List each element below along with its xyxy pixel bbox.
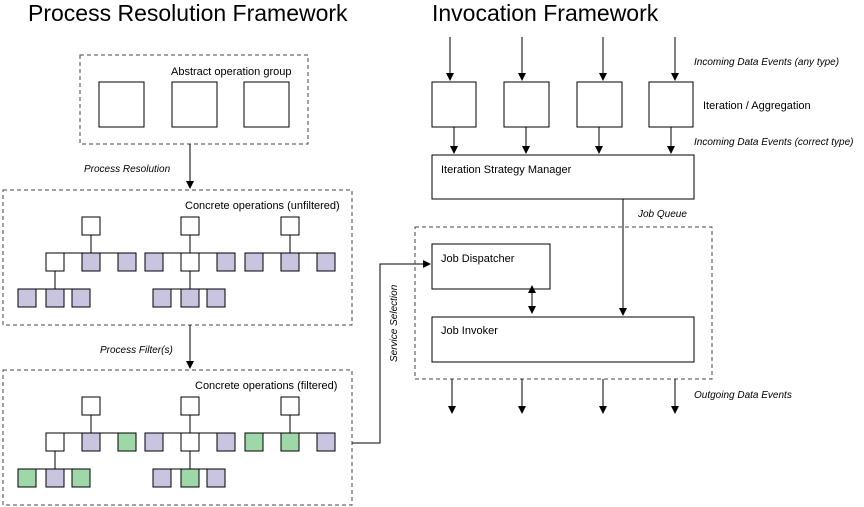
concrete-filtered-box bbox=[2, 369, 353, 506]
child-operation bbox=[216, 432, 236, 452]
grandchild-operation bbox=[17, 468, 37, 488]
root-operation bbox=[180, 216, 200, 236]
iteration-box bbox=[503, 81, 550, 128]
root-operation bbox=[280, 216, 300, 236]
iteration-box bbox=[576, 81, 623, 128]
outgoing-label: Outgoing Data Events bbox=[694, 390, 792, 401]
child-operation bbox=[117, 252, 137, 272]
abstract-operation-group-box bbox=[79, 54, 309, 145]
abstract-operation bbox=[243, 81, 290, 128]
child-operation bbox=[316, 432, 336, 452]
left-title: Process Resolution Framework bbox=[28, 0, 348, 26]
job-processing-box bbox=[414, 226, 713, 380]
incoming-correct-label: Incoming Data Events (correct type) bbox=[694, 137, 854, 148]
iteration-strategy-manager-box bbox=[431, 154, 695, 200]
root-operation bbox=[180, 396, 200, 416]
child-operation bbox=[45, 432, 65, 452]
grandchild-operation bbox=[152, 288, 172, 308]
concrete-unfiltered-label: Concrete operations (unfiltered) bbox=[185, 200, 340, 212]
grandchild-operation bbox=[180, 288, 200, 308]
root-operation bbox=[280, 396, 300, 416]
child-operation bbox=[280, 432, 300, 452]
child-operation bbox=[144, 432, 164, 452]
service-selection-arrow bbox=[352, 260, 431, 444]
iteration-strategy-manager-label: Iteration Strategy Manager bbox=[441, 164, 572, 176]
child-operation bbox=[244, 432, 264, 452]
abstract-operation bbox=[171, 81, 218, 128]
child-operation bbox=[81, 252, 101, 272]
child-operation bbox=[144, 252, 164, 272]
job-invoker-box bbox=[431, 316, 695, 363]
child-operation bbox=[316, 252, 336, 272]
child-operation bbox=[180, 432, 200, 452]
child-operation bbox=[280, 252, 300, 272]
iteration-box bbox=[431, 81, 477, 128]
child-operation bbox=[81, 432, 101, 452]
process-resolution-label: Process Resolution bbox=[84, 164, 171, 175]
child-operation bbox=[244, 252, 264, 272]
iteration-label: Iteration / Aggregation bbox=[703, 100, 811, 112]
child-operation bbox=[117, 432, 137, 452]
incoming-any-label: Incoming Data Events (any type) bbox=[694, 57, 839, 68]
grandchild-operation bbox=[45, 468, 65, 488]
service-selection-label: Service Selection bbox=[389, 284, 400, 362]
job-dispatcher-box bbox=[431, 243, 551, 290]
child-operation bbox=[180, 252, 200, 272]
job-invoker-label: Job Invoker bbox=[441, 325, 498, 337]
grandchild-operation bbox=[180, 468, 200, 488]
grandchild-operation bbox=[71, 468, 91, 488]
concrete-unfiltered-box bbox=[2, 189, 353, 326]
process-filter-label: Process Filter(s) bbox=[100, 345, 173, 356]
root-operation bbox=[81, 216, 101, 236]
grandchild-operation bbox=[206, 288, 226, 308]
job-dispatcher-label: Job Dispatcher bbox=[441, 253, 515, 265]
job-queue-label: Job Queue bbox=[637, 209, 687, 220]
abstract-operation-group-label: Abstract operation group bbox=[171, 66, 291, 78]
grandchild-operation bbox=[206, 468, 226, 488]
abstract-operation bbox=[98, 81, 145, 128]
grandchild-operation bbox=[45, 288, 65, 308]
concrete-filtered-label: Concrete operations (filtered) bbox=[195, 380, 337, 392]
filtered-operation-trees bbox=[17, 396, 336, 488]
right-title: Invocation Framework bbox=[432, 0, 659, 26]
grandchild-operation bbox=[71, 288, 91, 308]
grandchild-operation bbox=[152, 468, 172, 488]
iteration-box bbox=[648, 81, 694, 128]
child-operation bbox=[45, 252, 65, 272]
root-operation bbox=[81, 396, 101, 416]
child-operation bbox=[216, 252, 236, 272]
grandchild-operation bbox=[17, 288, 37, 308]
unfiltered-operation-trees bbox=[17, 216, 336, 308]
